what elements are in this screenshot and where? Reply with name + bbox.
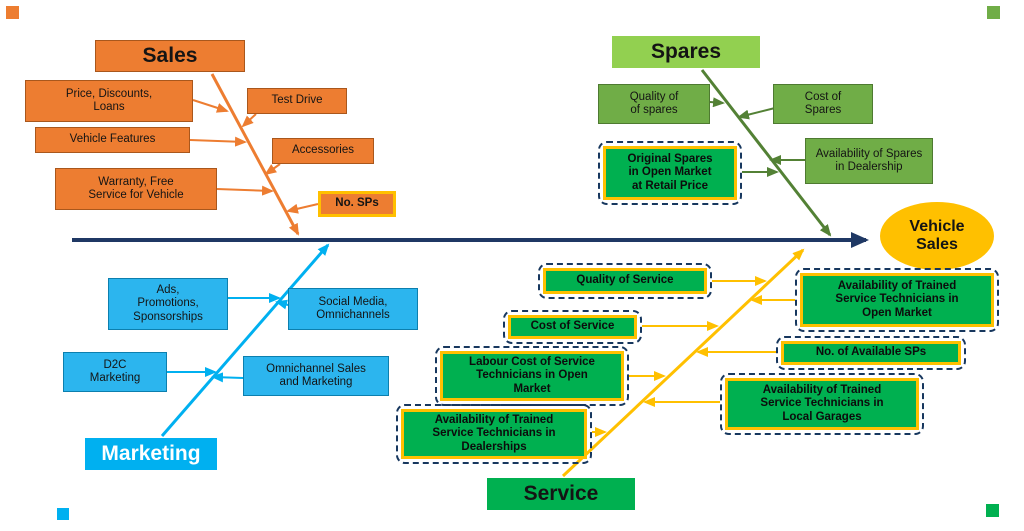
corner-marker-top-right (987, 6, 1000, 19)
cause-omnichannel-sales-marketing: Omnichannel Sales and Marketing (243, 356, 389, 396)
corner-marker-bottom-left (57, 508, 69, 520)
category-service: Service (487, 478, 635, 510)
cause-trained-technicians-dealerships: Availability of Trained Service Technici… (396, 404, 592, 464)
cause-quality-of-service: Quality of Service (538, 263, 712, 299)
cause-trained-technicians-local-garages: Availability of Trained Service Technici… (720, 373, 924, 435)
category-sales: Sales (95, 40, 245, 72)
cause-original-spares-open-market: Original Spares in Open Market at Retail… (598, 141, 742, 205)
cause-warranty-free-service: Warranty, Free Service for Vehicle (55, 168, 217, 210)
cause-quality-of-spares: Quality of of spares (598, 84, 710, 124)
cause-accessories: Accessories (272, 138, 374, 164)
cause-label: Cost of Service (508, 315, 637, 339)
service-branch-line (561, 248, 805, 478)
cause-cost-of-spares: Cost of Spares (773, 84, 873, 124)
cause-no-sps: No. SPs (318, 191, 396, 217)
cause-price-discounts-loans: Price, Discounts, Loans (25, 80, 193, 122)
category-spares: Spares (612, 36, 760, 68)
sales-branch-line (210, 73, 300, 236)
corner-marker-top-left (6, 6, 19, 19)
cause-no-of-available-sps: No. of Available SPs (776, 336, 966, 370)
cause-label: Availability of Trained Service Technici… (401, 409, 587, 459)
cause-label: Quality of Service (543, 268, 707, 294)
corner-marker-bottom-right (986, 504, 999, 517)
cause-cost-of-service: Cost of Service (503, 310, 642, 344)
cause-ads-promotions-sponsorships: Ads, Promotions, Sponsorships (108, 278, 228, 330)
cause-test-drive: Test Drive (247, 88, 347, 114)
cause-label: No. of Available SPs (781, 341, 961, 365)
cause-availability-spares-dealership: Availability of Spares in Dealership (805, 138, 933, 184)
cause-labour-cost-service-technicians: Labour Cost of Service Technicians in Op… (435, 346, 629, 406)
cause-social-media-omnichannels: Social Media, Omnichannels (288, 288, 418, 330)
cause-label: Labour Cost of Service Technicians in Op… (440, 351, 624, 401)
cause-label: Original Spares in Open Market at Retail… (603, 146, 737, 200)
cause-d2c-marketing: D2C Marketing (63, 352, 167, 392)
effect-node-vehicle-sales: Vehicle Sales (880, 202, 994, 270)
cause-label: Availability of Trained Service Technici… (800, 273, 994, 327)
category-marketing: Marketing (85, 438, 217, 470)
cause-vehicle-features: Vehicle Features (35, 127, 190, 153)
marketing-branch-line (160, 243, 330, 437)
cause-trained-technicians-open-market: Availability of Trained Service Technici… (795, 268, 999, 332)
cause-label: Availability of Trained Service Technici… (725, 378, 919, 430)
